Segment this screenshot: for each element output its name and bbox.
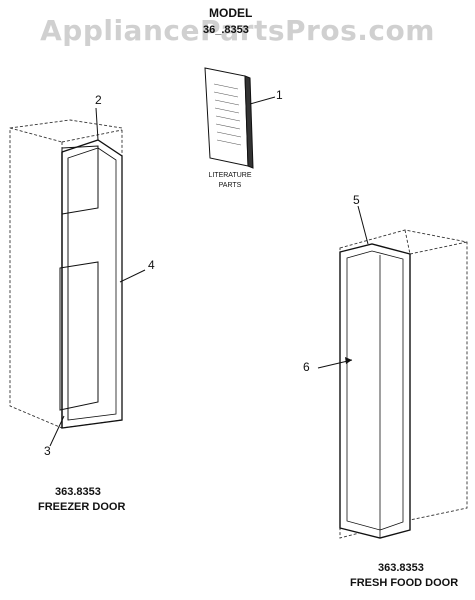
- fresh-food-door-title: FRESH FOOD DOOR: [350, 577, 459, 589]
- literature-label-line1: LITERATURE: [208, 172, 252, 179]
- leader-line-3: [49, 415, 65, 447]
- leader-line-2: [95, 107, 99, 141]
- callout-5: 5: [353, 193, 360, 207]
- freezer-door-gasket: [61, 139, 123, 429]
- watermark: AppliancePartsPros.com: [40, 14, 435, 47]
- leader-line-4: [119, 269, 146, 283]
- callout-2: 2: [95, 93, 102, 107]
- freezer-door-title: FREEZER DOOR: [38, 501, 126, 513]
- literature-booklet: [204, 67, 254, 169]
- literature-label-line2: PARTS: [218, 182, 242, 189]
- fresh-food-gasket: [339, 243, 411, 539]
- callout-6: 6: [303, 360, 310, 374]
- freezer-door: [9, 119, 123, 429]
- callout-4: 4: [148, 258, 155, 272]
- fresh-food-part-number: 363.8353: [378, 562, 424, 574]
- leader-line-1: [249, 96, 276, 105]
- leader-line-5: [357, 205, 369, 245]
- model-number: 36_.8353: [203, 24, 249, 36]
- freezer-part-number: 363.8353: [55, 486, 101, 498]
- leader-arrowhead-6: [345, 357, 352, 364]
- model-label: MODEL: [209, 6, 253, 20]
- callout-1: 1: [276, 88, 283, 102]
- callout-3: 3: [44, 444, 51, 458]
